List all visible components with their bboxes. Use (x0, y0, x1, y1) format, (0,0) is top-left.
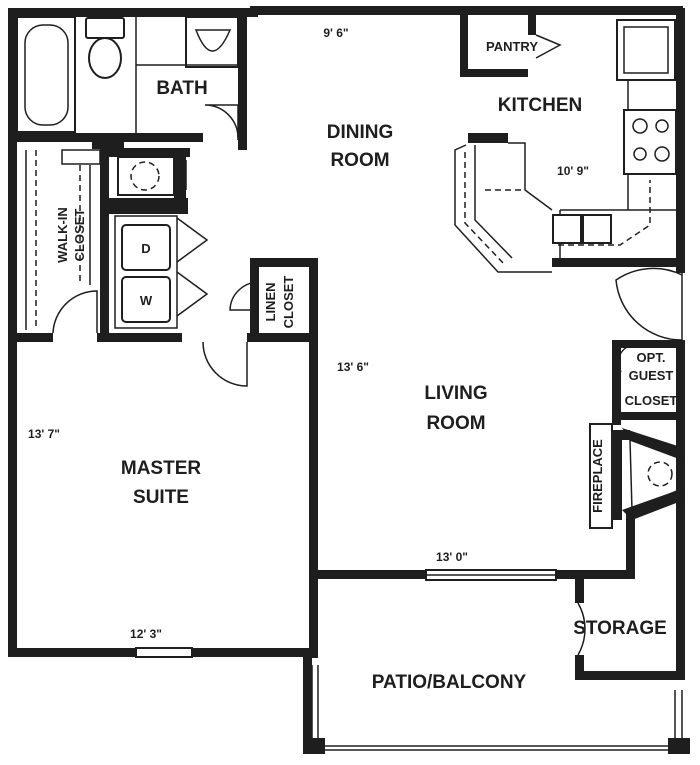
dryer-icon (121, 224, 171, 271)
bath-fixtures (16, 16, 239, 133)
toilet-icon (85, 17, 125, 79)
doors (52, 34, 683, 656)
pantry-label: PANTRY (486, 39, 538, 54)
room-labels: BATH DINING ROOM KITCHEN PANTRY WALK-IN … (55, 39, 677, 693)
patio-balcony-label: PATIO/BALCONY (372, 672, 527, 693)
linen-label: LINEN (263, 283, 278, 322)
sink-icon (185, 16, 239, 68)
storage-label: STORAGE (573, 618, 667, 639)
kitchen-label: KITCHEN (498, 95, 582, 116)
living-room-label-2: ROOM (426, 413, 485, 434)
fireplace-icon (647, 461, 673, 487)
guest-closet-label: CLOSET (625, 393, 678, 408)
master-bottom-dimension: 12' 3" (130, 627, 162, 641)
windows (135, 569, 683, 751)
kitchen-fixtures (454, 19, 677, 273)
fireplace-area (589, 423, 685, 529)
kitchen-dimension: 10' 9" (557, 164, 589, 178)
walk-in-closet-label: CLOSET (72, 209, 87, 262)
dryer-label: D (141, 241, 150, 256)
dimension-labels: 9' 6" 10' 9" 13' 6" 13' 0" 13' 7" 12' 3" (28, 26, 589, 641)
living-bottom-dimension: 13' 0" (436, 550, 468, 564)
washer-icon (121, 276, 171, 323)
fireplace-label: FIREPLACE (590, 439, 605, 513)
living-side-dimension: 13' 6" (337, 360, 369, 374)
master-suite-label: MASTER (121, 458, 202, 479)
water-heater-icon (130, 161, 160, 191)
linen-closet-label: CLOSET (281, 276, 296, 329)
master-side-dimension: 13' 7" (28, 427, 60, 441)
refrigerator-icon (616, 19, 676, 81)
exterior-walls (8, 6, 690, 754)
walk-in-label: WALK-IN (55, 207, 70, 263)
dining-room-label-2: ROOM (330, 150, 389, 171)
range-icon (623, 109, 677, 175)
laundry-area: D W (114, 156, 209, 329)
opt-label: OPT. (637, 350, 666, 365)
guest-label: GUEST (629, 368, 674, 383)
bath-label: BATH (156, 78, 207, 99)
dining-room-label: DINING (327, 122, 394, 143)
bathtub-icon (16, 16, 76, 133)
dining-dimension: 9' 6" (323, 26, 348, 40)
interior-walls (8, 8, 685, 680)
kitchen-sink-icon (552, 214, 612, 244)
living-room-label: LIVING (424, 383, 487, 404)
closet-shelves (25, 149, 101, 330)
washer-label: W (140, 293, 153, 308)
master-suite-label-2: SUITE (133, 487, 189, 508)
